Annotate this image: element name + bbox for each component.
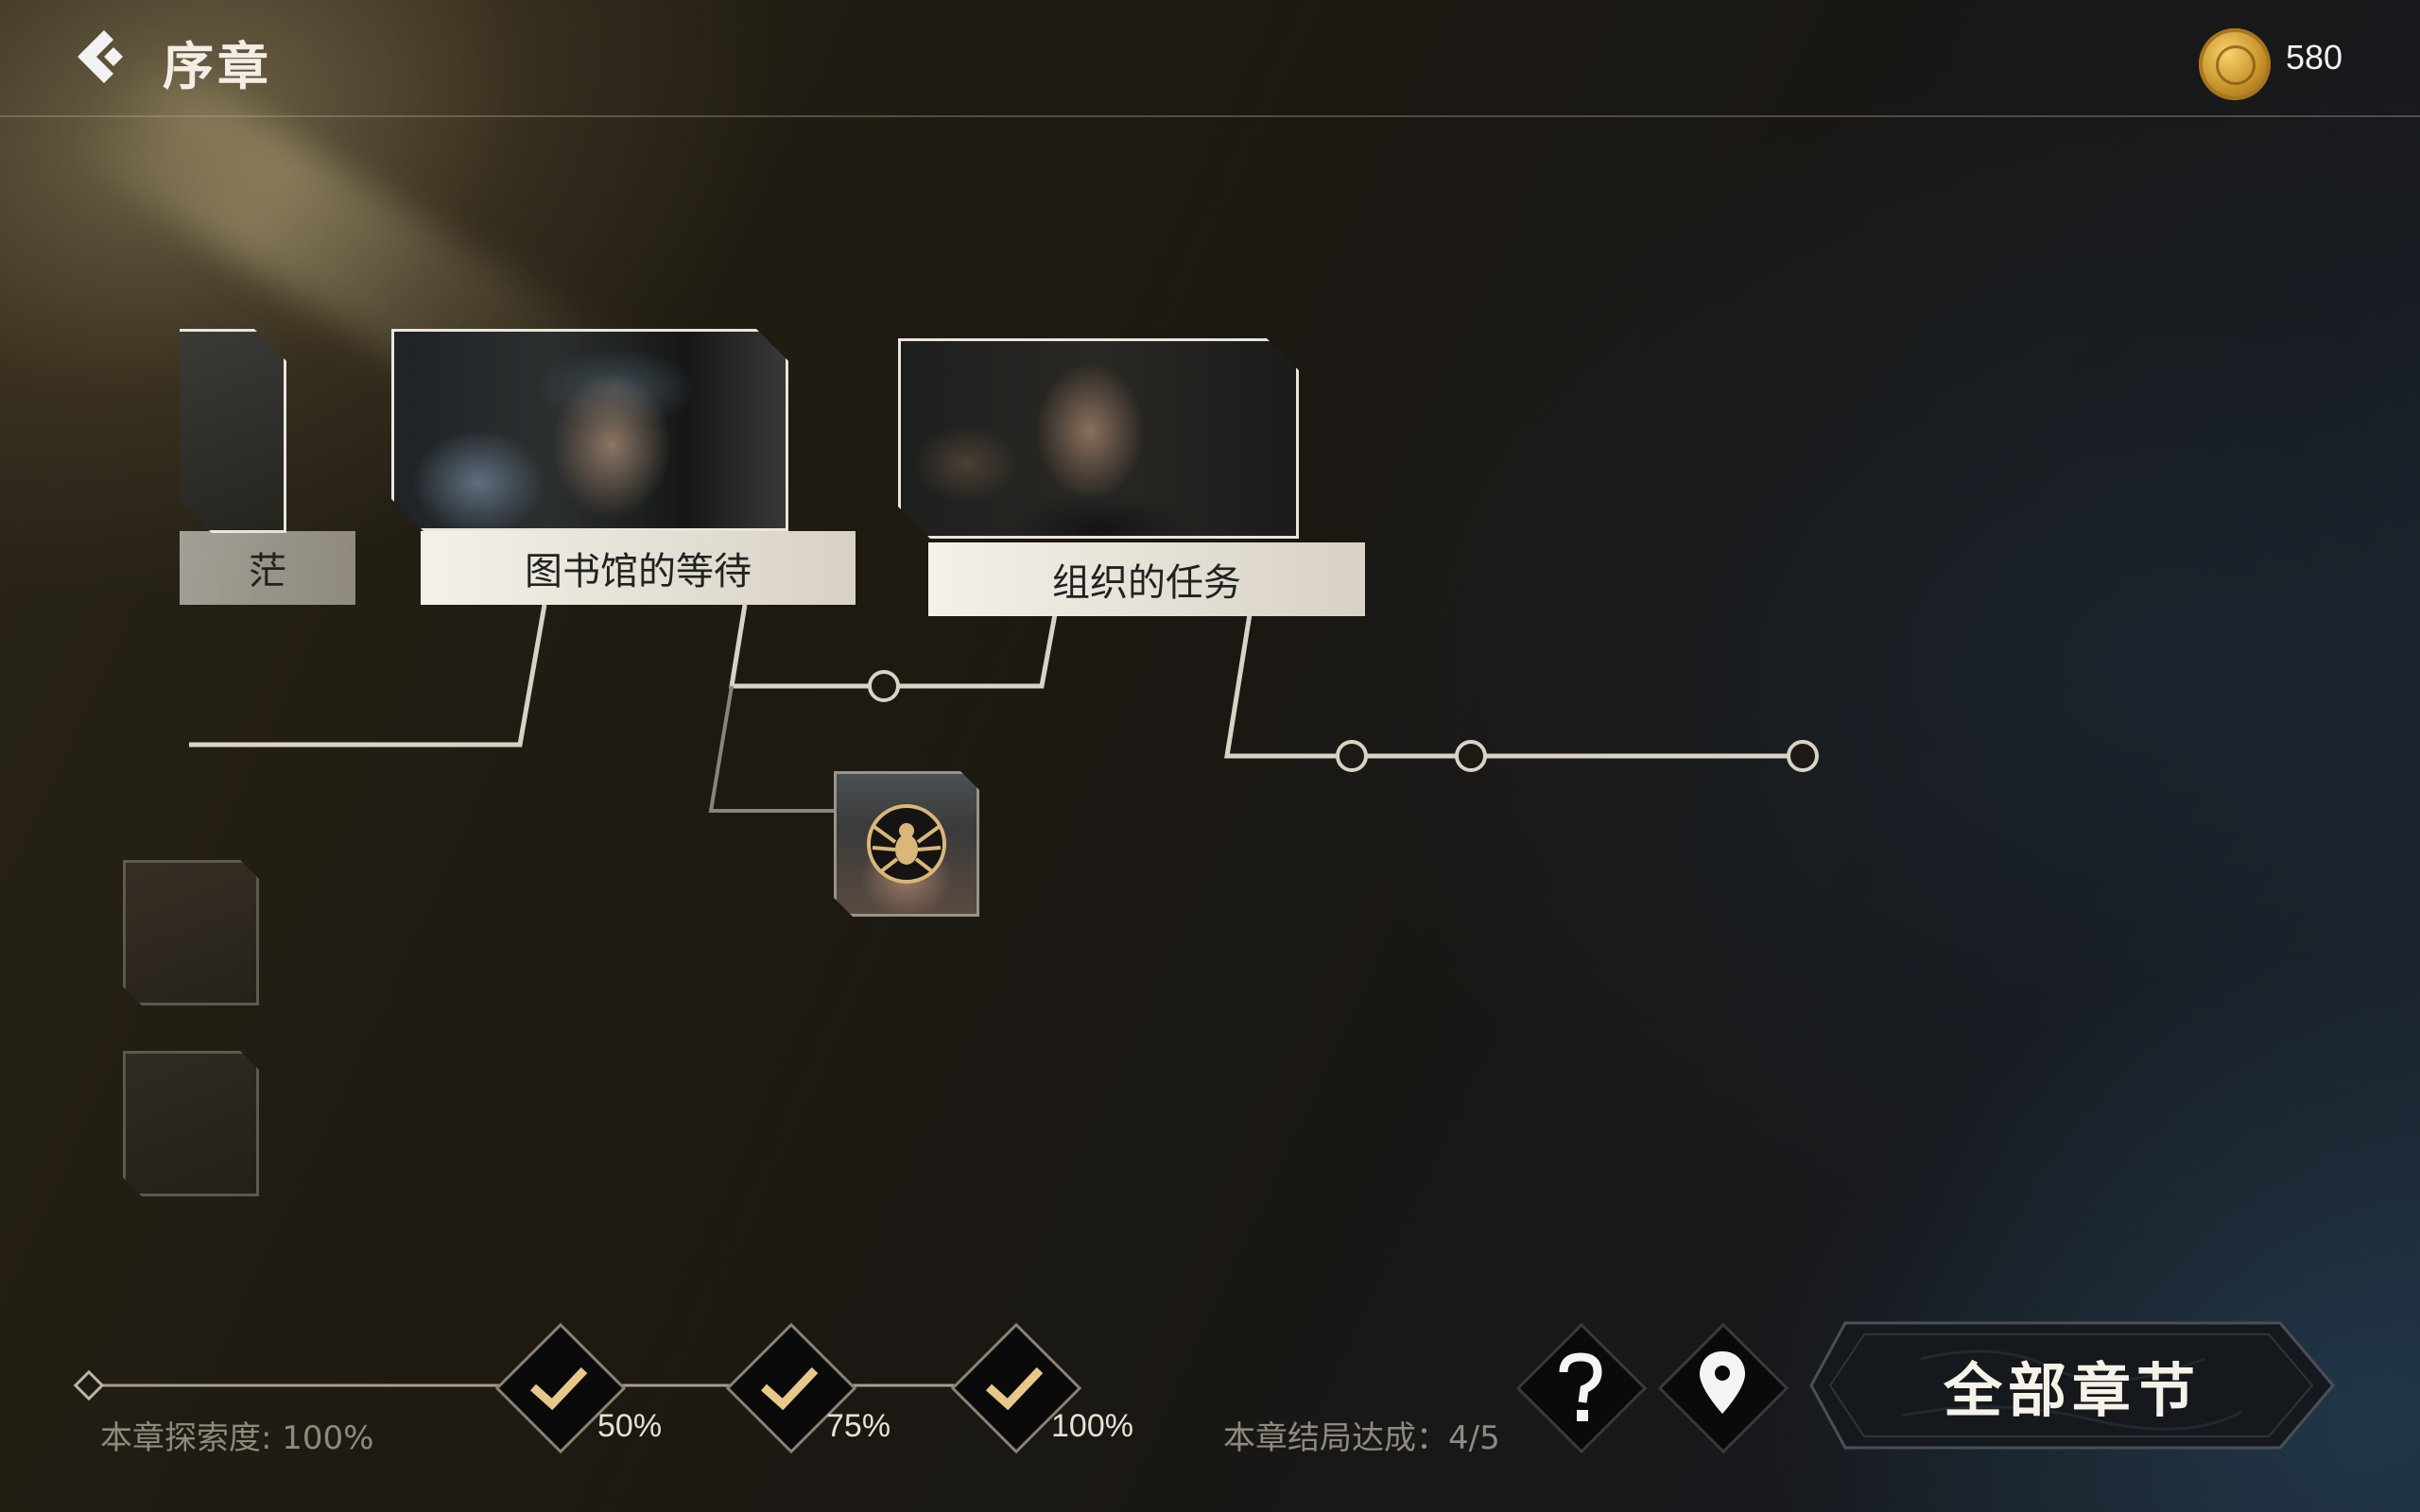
endings-value: 4/5: [1448, 1419, 1500, 1457]
question-icon: [1559, 1352, 1602, 1421]
story-card-library[interactable]: 图书馆的等待: [391, 329, 858, 609]
check-icon: [985, 1366, 1044, 1411]
page-title: 序章: [163, 36, 272, 96]
all-chapters-frame: [1809, 1321, 2335, 1450]
exploration-label: 本章探索度:: [100, 1419, 272, 1457]
path-node[interactable]: [1787, 740, 1819, 772]
story-card-mission[interactable]: 组织的任务: [898, 338, 1367, 618]
story-card-prev[interactable]: 茫: [180, 329, 355, 609]
story-card-library-label: 图书馆的等待: [525, 550, 752, 593]
top-bar: 序章 580: [0, 0, 2420, 117]
path-node[interactable]: [1455, 740, 1487, 772]
all-chapters-label: 全部章节: [1943, 1356, 2201, 1425]
character-portrait-emblem[interactable]: [834, 771, 979, 917]
milestone-50-label: 50%: [597, 1408, 663, 1444]
all-chapters-button[interactable]: 全部章节: [1807, 1321, 2337, 1450]
check-icon: [760, 1366, 819, 1411]
path-node[interactable]: [1336, 740, 1368, 772]
check-icon: [529, 1366, 588, 1411]
spider-emblem-icon: [837, 774, 977, 914]
location-pin-icon: [1700, 1351, 1745, 1414]
exploration-status: 本章探索度: 100%: [100, 1412, 373, 1458]
milestone-75-label: 75%: [826, 1408, 891, 1444]
milestone-100-label: 100%: [1051, 1408, 1133, 1444]
back-button[interactable]: [72, 26, 132, 87]
library-scene-image: [391, 329, 788, 531]
endings-label: 本章结局达成：: [1223, 1419, 1448, 1457]
story-card-mission-label: 组织的任务: [1052, 561, 1241, 605]
path-node[interactable]: [868, 670, 900, 702]
exploration-value: 100%: [282, 1419, 374, 1457]
coin-count: 580: [2286, 38, 2343, 77]
story-card-prev-label: 茫: [249, 550, 286, 593]
endings-status: 本章结局达成：4/5: [1223, 1412, 1500, 1458]
back-arrow-icon: [78, 30, 123, 83]
coin-icon: [2199, 28, 2271, 100]
character-portrait-prev-2[interactable]: [123, 1051, 259, 1196]
mission-scene-image: [898, 338, 1299, 539]
character-portrait-prev-1[interactable]: [123, 860, 259, 1005]
